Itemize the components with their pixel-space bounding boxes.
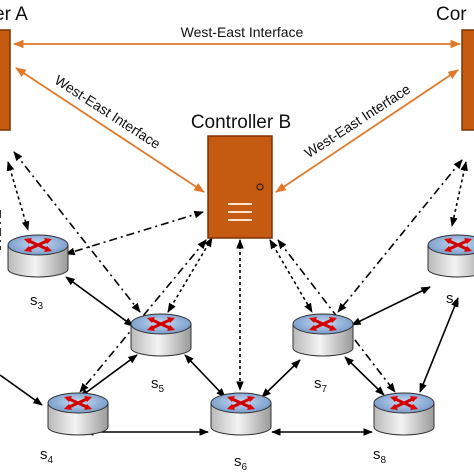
link-s7-s9	[351, 286, 431, 326]
switch-label-s3: s3	[30, 292, 44, 312]
switch-label-s7: s7	[314, 375, 328, 395]
router-icon	[130, 313, 192, 357]
switch-s6	[210, 392, 272, 436]
controller-c-label: Cor	[436, 4, 467, 25]
controller-b-label: Controller B	[191, 112, 291, 133]
controller-c: Cor	[436, 4, 474, 131]
ctrl-link-b-s3	[65, 210, 204, 256]
router-icon	[7, 234, 69, 278]
link-s5-s4	[79, 354, 138, 398]
router-icon	[373, 392, 435, 436]
router-icon	[292, 313, 354, 357]
link-s5-s6	[184, 354, 226, 398]
switch-label-s4: s4	[40, 446, 54, 466]
router-icon	[427, 234, 474, 278]
switch-label-s8: s8	[373, 446, 387, 466]
ctrl-link-c-s9	[450, 161, 468, 227]
link-s9-s8	[419, 297, 459, 393]
switch-s4	[47, 392, 109, 436]
ctrl-link-b-s5	[167, 237, 213, 313]
controller-a: er A	[0, 4, 28, 131]
controller-b: Controller B	[191, 112, 291, 239]
ctrl-link-c-s7	[337, 159, 463, 313]
router-icon	[47, 392, 109, 436]
ctrl-link-b-s4	[79, 239, 207, 393]
interface-label-left: West-East Interface	[52, 72, 164, 152]
switch-s9	[427, 234, 474, 278]
interface-line-right	[275, 69, 459, 193]
switch-s3	[7, 234, 69, 278]
switch-s5	[130, 313, 192, 357]
server-icon	[207, 135, 273, 239]
switch-s8	[373, 392, 435, 436]
ctrl-link-b-s7	[269, 239, 313, 313]
server-icon	[0, 29, 11, 131]
switch-label-s5: s5	[151, 375, 165, 395]
switch-s7	[292, 313, 354, 357]
router-icon	[210, 392, 272, 436]
link-offleft-s4	[0, 374, 43, 406]
switch-label-s6: s6	[234, 453, 248, 473]
link-s3-s5	[65, 276, 134, 327]
controller-a-label: er A	[0, 4, 28, 25]
interface-label-top: West-East Interface	[181, 24, 304, 40]
interface-label-right: West-East Interface	[301, 81, 413, 161]
west-east-interfaces	[12, 39, 462, 193]
link-s6-s7	[261, 359, 301, 398]
link-s7-s8	[344, 356, 385, 396]
server-icon	[461, 29, 474, 131]
switch-label-s9: s9	[446, 290, 460, 310]
interface-line-left	[15, 67, 205, 193]
ctrl-link-a-s3	[6, 161, 30, 231]
ctrl-link-a-s5	[13, 151, 141, 313]
